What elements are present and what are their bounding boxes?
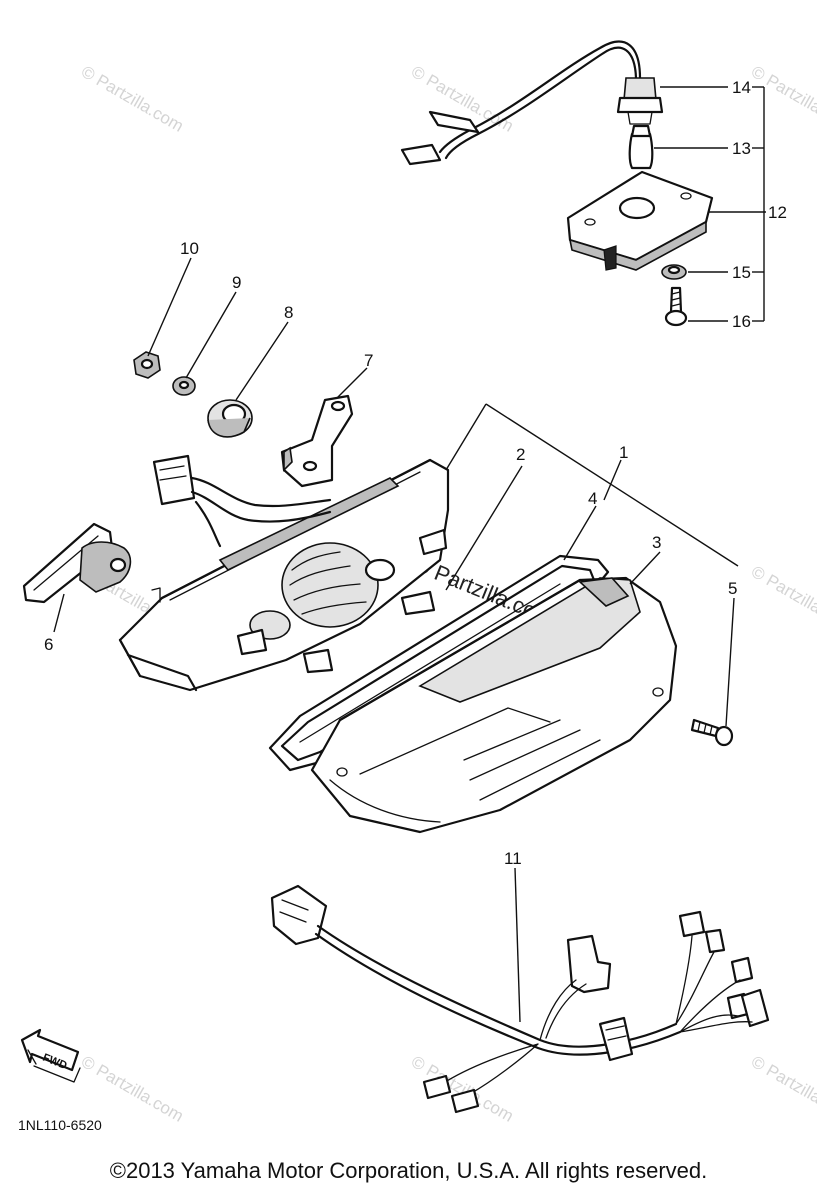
callout-6: 6 bbox=[44, 635, 53, 654]
callout-11: 11 bbox=[504, 849, 522, 868]
diagram-code: 1NL110-6520 bbox=[18, 1117, 102, 1133]
watermark-3: © Partzilla.com bbox=[748, 62, 817, 136]
callout-3: 3 bbox=[652, 533, 661, 552]
callout-4: 4 bbox=[588, 489, 597, 508]
callout-2: 2 bbox=[516, 445, 525, 464]
screw-5 bbox=[690, 718, 734, 747]
callout-8: 8 bbox=[284, 303, 293, 322]
callout-15: 15 bbox=[732, 263, 751, 282]
tail-light-base bbox=[118, 454, 450, 692]
callout-labels: 1 2 3 4 5 6 7 8 9 10 11 12 13 14 15 16 bbox=[44, 78, 787, 868]
watermark-8: © Partzilla.com bbox=[748, 1052, 817, 1126]
lens-3 bbox=[310, 576, 678, 834]
callout-16: 16 bbox=[732, 312, 751, 331]
copyright-footer: ©2013 Yamaha Motor Corporation, U.S.A. A… bbox=[109, 1158, 708, 1183]
leaders-main bbox=[53, 403, 739, 727]
callout-14: 14 bbox=[732, 78, 751, 97]
forward-arrow-icon: FWD bbox=[20, 1028, 81, 1083]
leaders-hardware bbox=[147, 257, 368, 401]
watermark-6: © Partzilla.com bbox=[78, 1052, 187, 1126]
wire-harness-11 bbox=[270, 884, 770, 1114]
bracket-7 bbox=[280, 394, 354, 488]
callout-1: 1 bbox=[619, 443, 628, 462]
leaders-harness bbox=[514, 867, 521, 1023]
callout-5: 5 bbox=[728, 579, 737, 598]
callout-10: 10 bbox=[180, 239, 199, 258]
watermark-7: © Partzilla.com bbox=[408, 1052, 517, 1126]
watermark-1: © Partzilla.com bbox=[78, 62, 187, 136]
gasket-6 bbox=[22, 522, 132, 604]
callout-9: 9 bbox=[232, 273, 241, 292]
small-hardware bbox=[133, 351, 253, 438]
callout-13: 13 bbox=[732, 139, 751, 158]
callout-12: 12 bbox=[768, 203, 787, 222]
leaders-top-right bbox=[654, 86, 766, 322]
license-light-assembly bbox=[400, 40, 714, 327]
callout-7: 7 bbox=[364, 351, 373, 370]
watermark-5: © Partzilla.com bbox=[748, 562, 817, 636]
